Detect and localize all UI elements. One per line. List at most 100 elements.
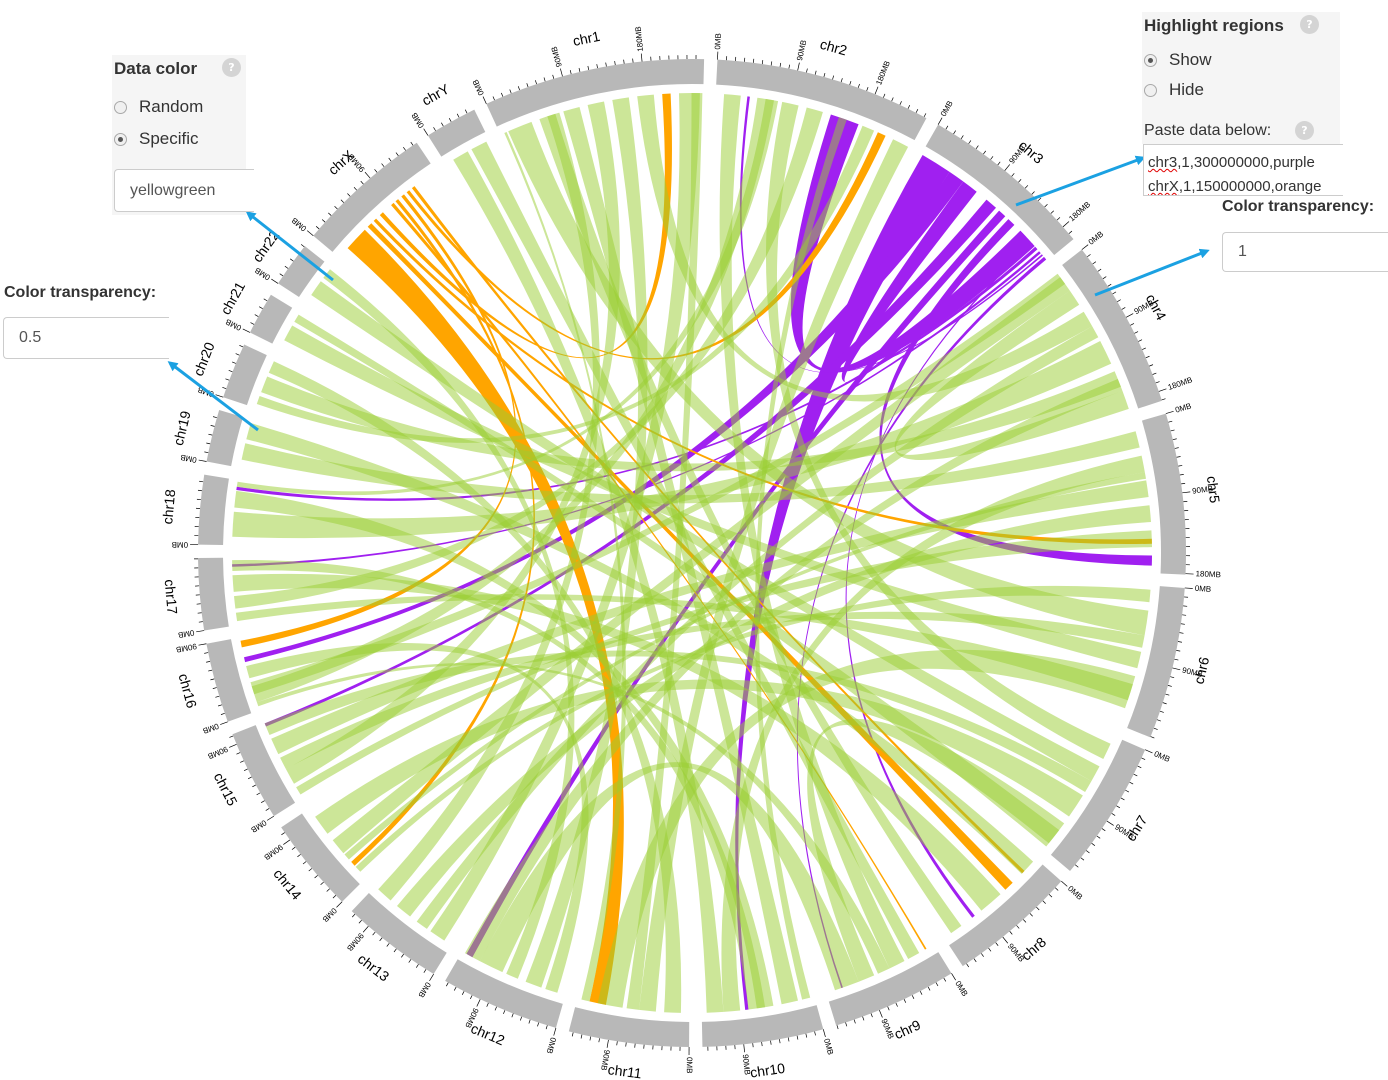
question-icon[interactable]: ? bbox=[222, 58, 241, 77]
ideogram-segment[interactable] bbox=[445, 959, 563, 1028]
paste-data-textarea[interactable]: chr3,1,300000000,purple chrX,1,150000000… bbox=[1143, 144, 1343, 196]
tick-mark bbox=[1159, 710, 1164, 713]
tick-mark bbox=[806, 68, 808, 73]
tick-mark bbox=[569, 70, 572, 75]
ideogram-segment[interactable] bbox=[206, 409, 244, 467]
tick-mark bbox=[1004, 164, 1011, 171]
tick-mark bbox=[198, 643, 207, 646]
tick-mark bbox=[388, 157, 392, 162]
highlight-link-orange bbox=[347, 229, 624, 1005]
ideogram-segment[interactable] bbox=[232, 725, 296, 817]
ideogram-segment[interactable] bbox=[701, 1005, 824, 1047]
ideogram-segment[interactable] bbox=[1050, 739, 1146, 871]
question-icon[interactable]: ? bbox=[1295, 121, 1314, 140]
tick-mark bbox=[210, 425, 215, 427]
tick-mark bbox=[242, 328, 251, 333]
tick-mark bbox=[787, 1037, 790, 1042]
tick-mark bbox=[1055, 887, 1059, 891]
tick-mark bbox=[797, 62, 800, 71]
tick-label: 90MB bbox=[1192, 484, 1214, 495]
tick-mark bbox=[761, 1042, 763, 1047]
question-icon[interactable]: ? bbox=[1300, 15, 1319, 34]
radio-random[interactable]: Random bbox=[114, 97, 203, 117]
tick-mark bbox=[1061, 880, 1068, 887]
tick-mark bbox=[537, 1022, 540, 1027]
ideogram-segment[interactable] bbox=[716, 59, 927, 141]
radio-show-label: Show bbox=[1169, 50, 1212, 69]
tick-mark bbox=[598, 1038, 600, 1043]
ideogram-segment[interactable] bbox=[206, 639, 252, 722]
tick-mark bbox=[1101, 828, 1106, 832]
ideogram-segment[interactable] bbox=[427, 109, 486, 157]
radio-random-circle[interactable] bbox=[114, 100, 127, 114]
ideogram-segment[interactable] bbox=[486, 59, 705, 127]
radio-specific-circle[interactable] bbox=[114, 132, 127, 146]
tick-mark bbox=[935, 982, 939, 987]
link-ribbon bbox=[894, 290, 1129, 460]
tick-mark bbox=[1168, 420, 1173, 423]
tick-mark bbox=[265, 808, 270, 811]
ideogram-segment[interactable] bbox=[198, 557, 229, 631]
arrow-to-left-transparency bbox=[167, 361, 259, 432]
ideogram-segment[interactable] bbox=[1127, 586, 1185, 738]
tick-mark bbox=[1011, 173, 1015, 177]
tick-label: 0MB bbox=[410, 111, 426, 130]
ideogram-segment[interactable] bbox=[313, 142, 431, 252]
radio-hide[interactable]: Hide bbox=[1144, 80, 1204, 100]
ideogram-segment[interactable] bbox=[278, 246, 325, 298]
tick-mark bbox=[358, 920, 362, 924]
link-ribbon bbox=[280, 611, 1145, 769]
ideogram-segment[interactable] bbox=[949, 864, 1062, 967]
tick-mark bbox=[456, 113, 460, 118]
ideogram-segment[interactable] bbox=[351, 892, 447, 975]
link-ribbon bbox=[807, 718, 1065, 982]
tick-mark bbox=[623, 59, 625, 64]
tick-mark bbox=[198, 459, 207, 462]
tick-mark bbox=[243, 768, 248, 771]
ideogram-segment[interactable] bbox=[925, 124, 1074, 256]
tick-mark bbox=[217, 704, 223, 707]
radio-show[interactable]: Show bbox=[1144, 50, 1212, 70]
tick-mark bbox=[616, 1041, 618, 1046]
tick-mark bbox=[1023, 919, 1027, 923]
right-transparency-input[interactable]: 1 bbox=[1222, 232, 1388, 272]
left-transparency-input[interactable]: 0.5 bbox=[3, 317, 169, 359]
ideogram-segment[interactable] bbox=[281, 813, 360, 902]
ideogram-segment[interactable] bbox=[1062, 249, 1162, 409]
tick-label: 180MB bbox=[1167, 375, 1194, 392]
ideogram-segment[interactable] bbox=[568, 1007, 690, 1047]
ideogram-segment[interactable] bbox=[828, 952, 952, 1026]
ideogram-segment[interactable] bbox=[249, 294, 293, 344]
radio-hide-circle[interactable] bbox=[1144, 83, 1157, 97]
ideogram-segment[interactable] bbox=[223, 344, 267, 406]
tick-mark bbox=[291, 846, 296, 850]
tick-label: 0MB bbox=[320, 906, 338, 924]
data-color-input[interactable]: yellowgreen bbox=[114, 169, 254, 212]
highlight-regions-title: Highlight regions bbox=[1144, 16, 1284, 35]
radio-specific[interactable]: Specific bbox=[114, 129, 199, 149]
radio-show-circle[interactable] bbox=[1144, 53, 1157, 67]
tick-mark bbox=[415, 964, 419, 968]
ideogram-segment[interactable] bbox=[198, 474, 229, 546]
tick-mark bbox=[1145, 749, 1153, 754]
ideogram-segment[interactable] bbox=[1141, 413, 1186, 575]
tick-mark bbox=[306, 230, 314, 237]
tick-mark bbox=[1179, 474, 1184, 476]
tick-mark bbox=[423, 969, 427, 973]
tick-mark bbox=[1042, 900, 1046, 904]
tick-mark bbox=[236, 752, 241, 755]
